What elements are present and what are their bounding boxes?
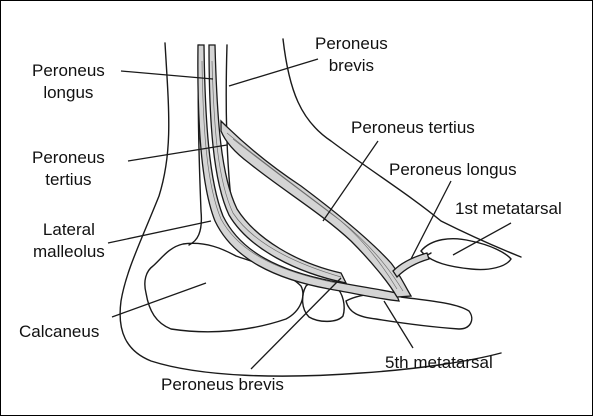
label-peroneus-longus-left: Peroneus longus [32, 60, 105, 104]
label-line: brevis [315, 55, 388, 77]
first-metatarsal-outline [421, 239, 511, 270]
label-line: Peroneus [315, 33, 388, 55]
label-line: Peroneus [32, 147, 105, 169]
leader-calcaneus [112, 283, 206, 317]
label-line: Peroneus [32, 60, 105, 82]
leader-peroneus-tertius-left [128, 145, 227, 161]
leader-fifth-metatarsal [384, 301, 413, 348]
label-line: Lateral [33, 219, 105, 241]
label-fifth-metatarsal: 5th metatarsal [385, 352, 493, 374]
leader-peroneus-longus-right [411, 181, 451, 259]
leader-peroneus-brevis-bottom [251, 278, 341, 369]
label-line: malleolus [33, 241, 105, 263]
label-peroneus-tertius-right: Peroneus tertius [351, 117, 475, 139]
label-first-metatarsal: 1st metatarsal [455, 198, 562, 220]
leg-outline-left [120, 43, 501, 376]
peroneus-brevis-tendon [209, 45, 346, 283]
label-line: longus [32, 82, 105, 104]
label-peroneus-brevis-top: Peroneus brevis [315, 33, 388, 77]
leader-peroneus-tertius-right [323, 141, 378, 221]
label-lateral-malleolus: Lateral malleolus [33, 219, 105, 263]
leader-peroneus-brevis-top [229, 59, 318, 86]
label-line: tertius [32, 169, 105, 191]
label-calcaneus: Calcaneus [19, 321, 99, 343]
label-peroneus-brevis-bottom: Peroneus brevis [161, 374, 284, 396]
label-peroneus-tertius-left: Peroneus tertius [32, 147, 105, 191]
peroneus-longus-sole [393, 253, 429, 277]
label-peroneus-longus-right: Peroneus longus [389, 159, 517, 181]
